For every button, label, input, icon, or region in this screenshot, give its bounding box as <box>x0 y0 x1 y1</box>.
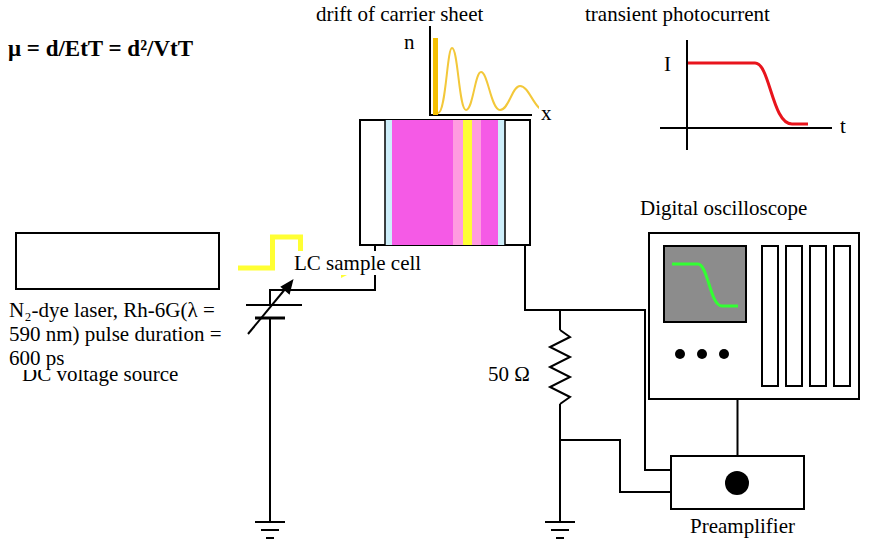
variable-arrowhead <box>282 281 292 293</box>
preamplifier-label: Preamplifier <box>688 514 797 538</box>
cell-label: LC sample cell <box>292 251 423 275</box>
mobility-formula: μ = d/EtT = d²/VtT <box>6 36 195 62</box>
scope-slot <box>786 246 802 386</box>
axis-label: I <box>662 52 673 76</box>
wire <box>269 318 271 522</box>
electrode <box>385 120 392 245</box>
cell-outline <box>360 120 530 245</box>
glass-edge <box>384 120 386 245</box>
scope-slot <box>810 246 826 386</box>
electrode <box>498 120 505 245</box>
graph-axis <box>429 26 431 116</box>
cell-drawing <box>360 120 530 245</box>
graph-title: transient photocurrent <box>583 2 772 26</box>
wire <box>525 245 560 330</box>
carrier-graph <box>429 26 548 116</box>
photocurrent-graph <box>660 40 832 150</box>
carrier-sheet <box>463 120 472 245</box>
scope-screen <box>664 246 746 322</box>
liquid-crystal <box>392 120 498 245</box>
ground-symbol <box>545 521 575 523</box>
scope-slot <box>762 246 778 386</box>
laser-label: N₂-dye laser, Rh-6G(λ = 590 nm) pulse du… <box>7 298 246 370</box>
component-label: 50 Ω <box>486 362 532 386</box>
carrier-zone <box>453 120 481 245</box>
scope-knob <box>697 349 707 359</box>
graph-axis <box>660 127 832 129</box>
signal-cable <box>737 400 739 455</box>
scope-knob <box>719 349 729 359</box>
ground-symbol <box>266 537 274 539</box>
oscilloscope-drawing <box>650 234 858 398</box>
wire <box>560 440 670 492</box>
oscilloscope-label: Digital oscilloscope <box>638 196 809 220</box>
carrier-sheet-bar <box>433 38 438 115</box>
preamplifier-knob <box>725 471 749 495</box>
graph-title: drift of carrier sheet <box>314 2 485 26</box>
ground-symbol <box>556 537 564 539</box>
scope-knob <box>675 349 685 359</box>
axis-label: t <box>838 114 848 138</box>
ground-symbol <box>551 529 569 531</box>
axis-label: x <box>539 101 554 125</box>
ground-symbol <box>255 521 285 523</box>
laser-box: N₂-dye laser, Rh-6G(λ = 590 nm) pulse du… <box>15 232 220 290</box>
glass-edge <box>504 120 506 245</box>
variable-arrow <box>248 288 286 334</box>
battery-plate <box>238 304 302 306</box>
graph-axis <box>429 114 532 116</box>
oscilloscope: Digital oscilloscope <box>648 232 860 400</box>
graph-axis <box>686 40 688 150</box>
scope-slot <box>834 246 850 386</box>
carrier-wave <box>438 48 548 113</box>
photocurrent-curve <box>688 63 808 124</box>
wire <box>559 404 561 522</box>
preamplifier-drawing <box>672 457 803 508</box>
axis-label: n <box>402 30 417 54</box>
resistor-symbol <box>550 330 570 404</box>
dc-circuit <box>238 245 375 538</box>
ground-symbol <box>261 529 279 531</box>
scope-trace <box>672 264 738 306</box>
preamplifier-box: Preamplifier <box>670 455 805 510</box>
sample-cell: LC sample cell <box>360 120 530 245</box>
